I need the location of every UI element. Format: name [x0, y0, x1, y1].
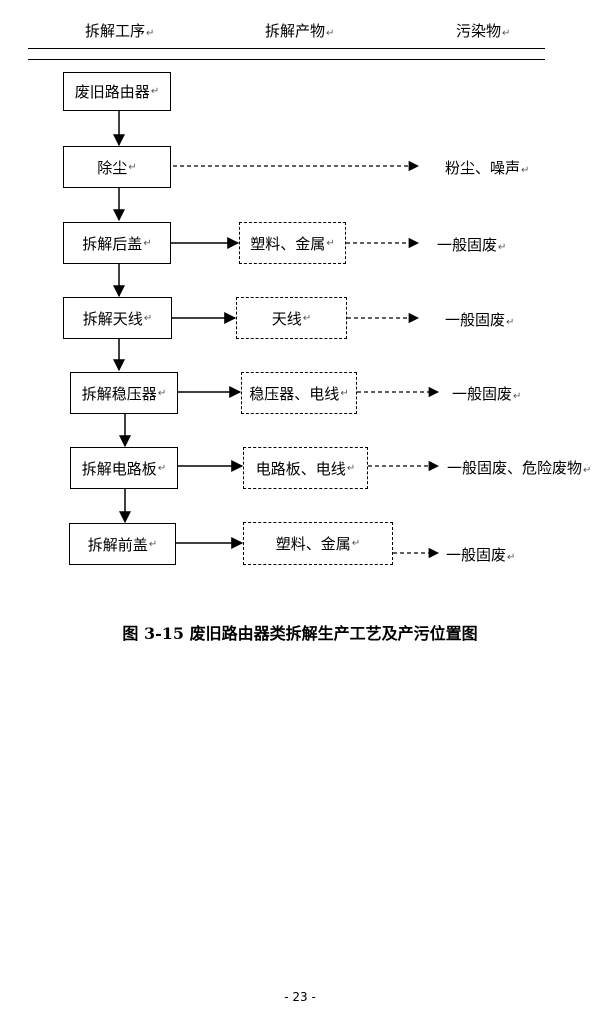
step-box-dedust: 除尘↵ [63, 146, 171, 188]
pollutant-circuit-board: 一般固废、危险废物↵ [447, 459, 592, 477]
product-box-circuit-board: 电路板、电线↵ [243, 447, 368, 489]
header-rule-bottom [28, 59, 545, 60]
step-box-waste-router: 废旧路由器↵ [63, 72, 171, 111]
step-box-front-cover: 拆解前盖↵ [69, 523, 176, 565]
header-pollutant: 污染物↵ [456, 22, 511, 40]
step-box-regulator: 拆解稳压器↵ [70, 372, 178, 414]
product-box-regulator: 稳压器、电线↵ [241, 372, 357, 414]
header-process: 拆解工序↵ [85, 22, 155, 40]
pollutant-regulator: 一般固废↵ [452, 385, 522, 403]
step-box-circuit-board: 拆解电路板↵ [70, 447, 178, 489]
pollutant-dust-noise: 粉尘、噪声↵ [445, 159, 530, 177]
step-box-back-cover: 拆解后盖↵ [63, 222, 171, 264]
header-product: 拆解产物↵ [265, 22, 335, 40]
product-box-antenna: 天线↵ [236, 297, 347, 339]
pollutant-front-cover: 一般固废↵ [446, 546, 516, 564]
step-box-antenna: 拆解天线↵ [63, 297, 172, 339]
pollutant-back-cover: 一般固废↵ [437, 236, 507, 254]
figure-caption: 图 3-15 废旧路由器类拆解生产工艺及产污位置图 [122, 624, 478, 643]
product-box-front-cover: 塑料、金属↵ [243, 522, 393, 565]
flow-connectors [113, 111, 440, 559]
header-rule-top [28, 48, 545, 49]
page-number: - 23 - [284, 990, 316, 1004]
pollutant-antenna: 一般固废↵ [445, 311, 515, 329]
product-box-back-cover: 塑料、金属↵ [239, 222, 346, 264]
